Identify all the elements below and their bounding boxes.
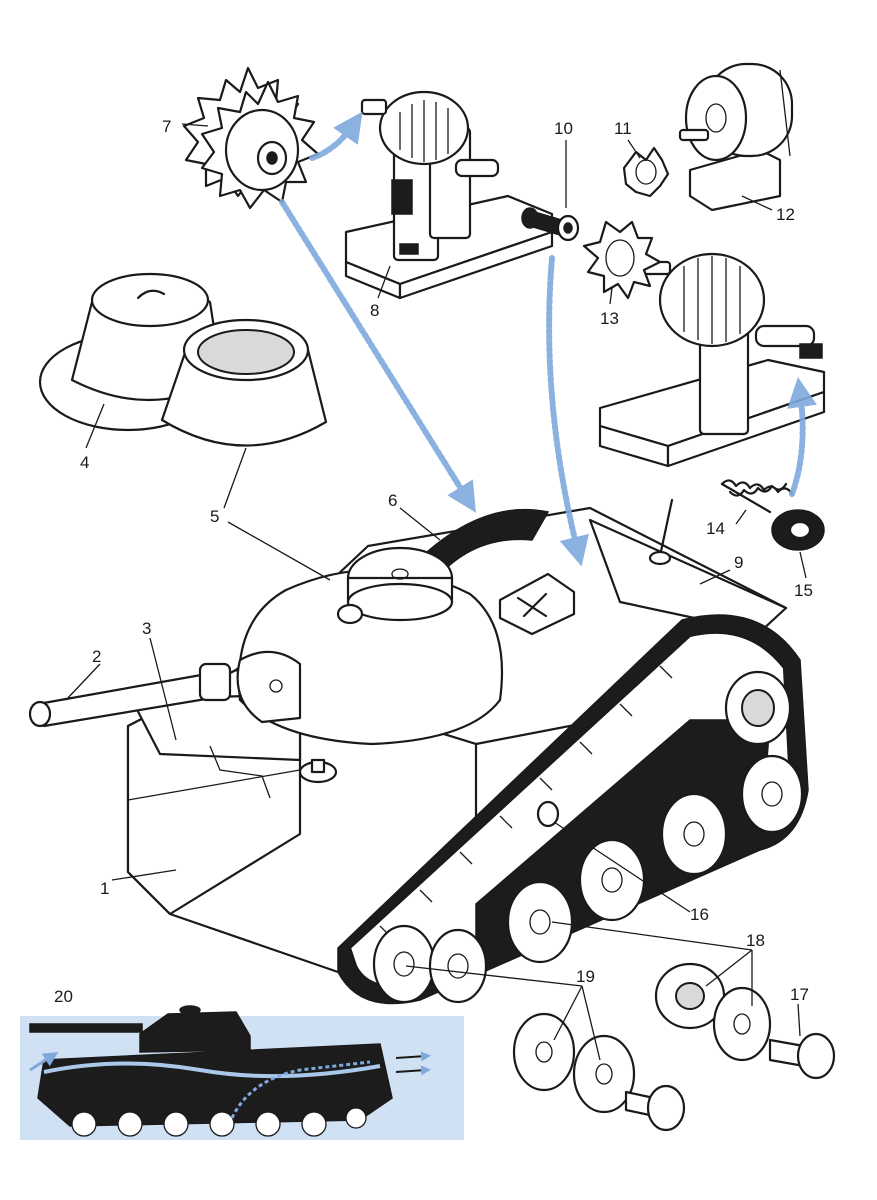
inset-20-amphibious-tank <box>20 1005 464 1140</box>
label-20: 20 <box>54 987 73 1006</box>
track-links <box>379 665 673 939</box>
road-wheels <box>372 670 804 1004</box>
label-10: 10 <box>554 119 573 138</box>
part-14-spring <box>720 479 794 514</box>
label-7: 7 <box>162 117 171 136</box>
label-5: 5 <box>210 507 219 526</box>
label-1: 1 <box>100 879 109 898</box>
label-3: 3 <box>142 619 151 638</box>
label-8: 8 <box>370 301 379 320</box>
label-12: 12 <box>776 205 795 224</box>
part-11-small-gear <box>622 146 670 198</box>
part-19-wheel-discs <box>512 1012 686 1132</box>
label-9: 9 <box>734 553 743 572</box>
part-5-turret-shell <box>160 318 328 447</box>
label-17: 17 <box>790 985 809 1004</box>
part-10-coupling <box>521 207 580 242</box>
label-14: 14 <box>706 519 725 538</box>
part-labels: 1 2 3 4 5 6 7 8 9 10 11 12 13 14 15 16 1… <box>54 117 813 1006</box>
tank-body <box>28 498 809 1005</box>
part-17-axle-pin <box>768 1032 836 1080</box>
leader-lines <box>65 123 807 1061</box>
flow-arrows <box>279 111 817 567</box>
part-8-motor-bracket <box>344 90 554 300</box>
label-18: 18 <box>746 931 765 950</box>
label-19: 19 <box>576 967 595 986</box>
label-11: 11 <box>614 119 632 138</box>
part-18-wheel-halves <box>654 962 772 1062</box>
label-2: 2 <box>92 647 101 666</box>
inset-road-wheels <box>71 1107 367 1137</box>
label-6: 6 <box>388 491 397 510</box>
part-12-electric-motor <box>678 62 794 212</box>
label-4: 4 <box>80 453 89 472</box>
label-15: 15 <box>794 581 813 600</box>
part-15-washer <box>771 509 825 551</box>
part-13-gear-motor-assembly <box>582 220 826 468</box>
label-13: 13 <box>600 309 619 328</box>
part-7-sprocket <box>182 66 320 210</box>
label-16: 16 <box>690 905 709 924</box>
